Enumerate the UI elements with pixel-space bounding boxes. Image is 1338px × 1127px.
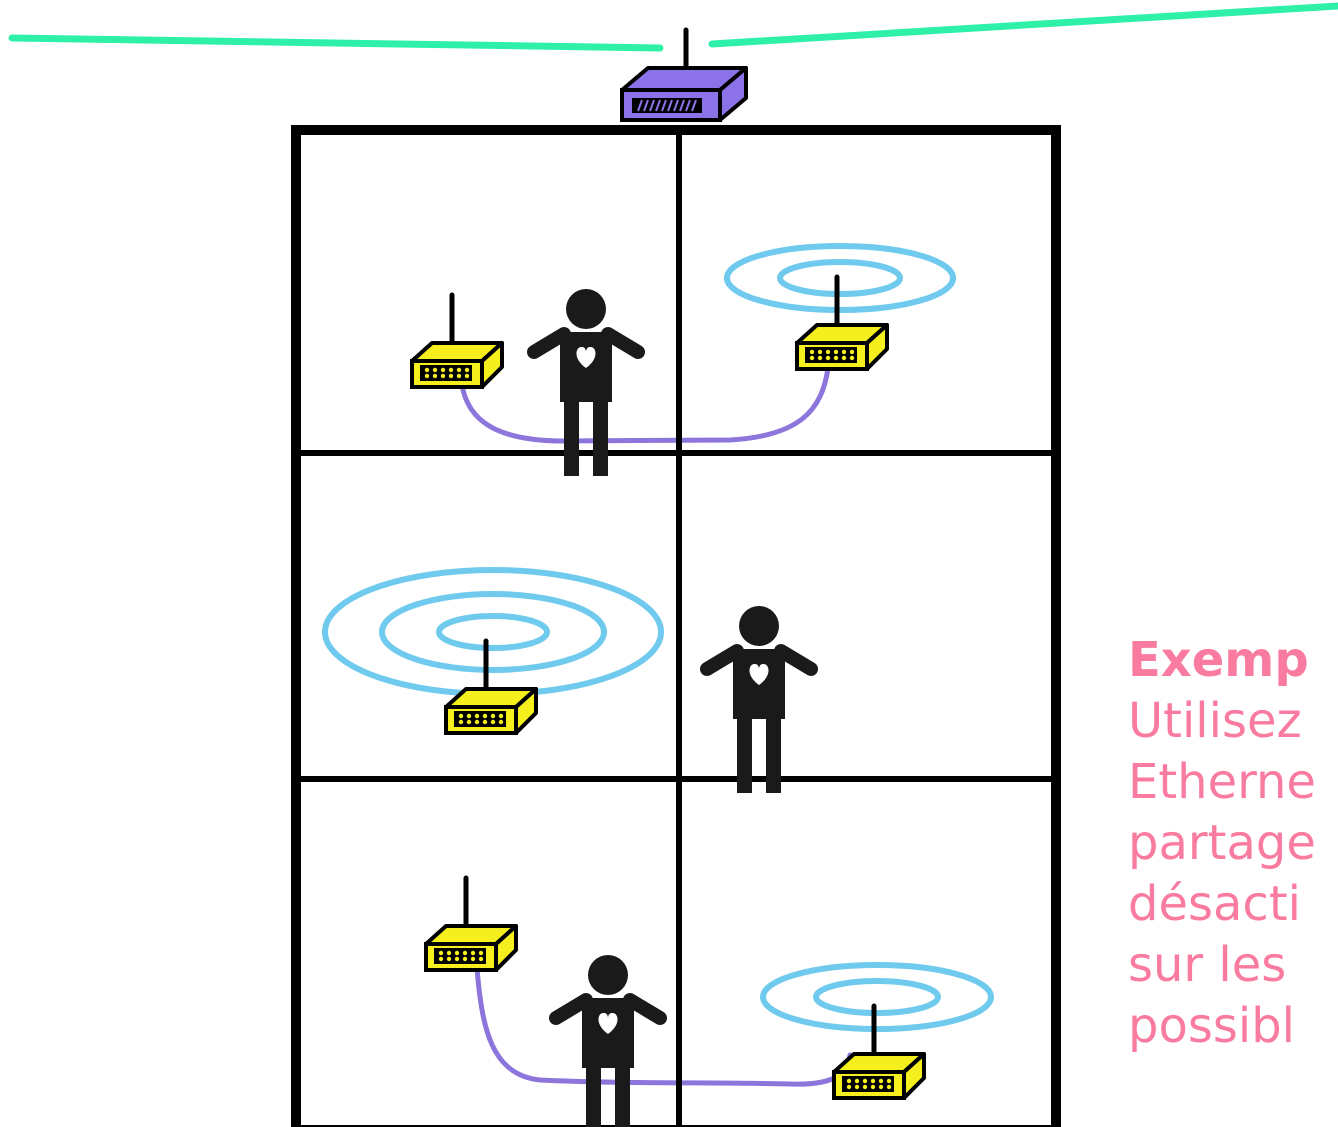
caption-text: Exemp Utilisez Etherne partage désacti s… (1128, 630, 1338, 1127)
caption-line: Utilisez (1128, 693, 1302, 749)
ethernet-cable (474, 965, 853, 1087)
caption-line: sur les (1128, 937, 1287, 993)
wifi-signal-rings-icon (760, 962, 994, 1032)
wifi-extender-icon (834, 1006, 924, 1098)
wan-cable (8, 2, 1338, 52)
wifi-extender-icon (426, 878, 516, 970)
wifi-signal-rings-icon (322, 567, 664, 697)
caption-line: partage (1128, 815, 1316, 871)
caption-line: possibl (1128, 998, 1295, 1054)
caption-line: Etherne (1128, 754, 1316, 810)
caption-title: Exemp (1128, 632, 1309, 688)
person-icon (707, 606, 811, 793)
wifi-signal-rings-icon (724, 243, 956, 313)
person-icon (534, 289, 638, 476)
person-icon (556, 955, 660, 1127)
ethernet-cable (459, 365, 831, 444)
wifi-extender-icon (412, 295, 502, 387)
caption-line: désacti (1128, 876, 1301, 932)
wifi-extender-icon (446, 641, 536, 733)
house-walls (291, 125, 1061, 1127)
router-icon (620, 27, 748, 122)
